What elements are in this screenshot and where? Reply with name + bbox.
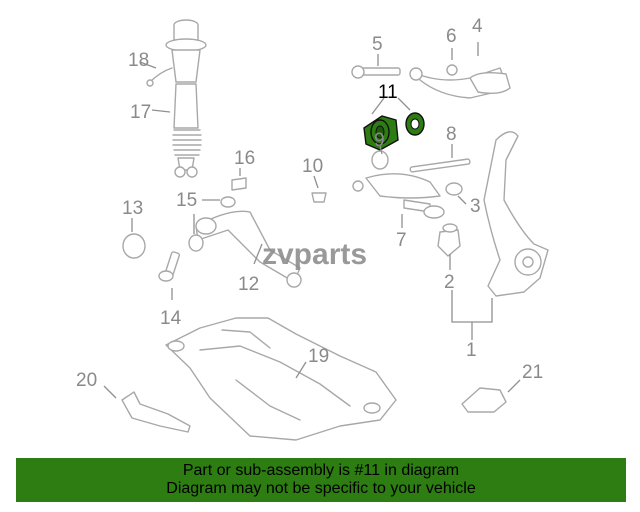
front-suspension-diagram: zvparts 1 2 3 4 5 6 7 8 9 10 11 12 13 14…	[76, 16, 549, 441]
washer-15	[220, 196, 236, 208]
callout-17: 17	[130, 102, 151, 123]
callout-18: 18	[128, 50, 149, 71]
bushing-13	[122, 233, 146, 259]
leader-lines	[103, 42, 521, 399]
callout-13: 13	[122, 198, 143, 219]
banner-line-2: Diagram may not be specific to your vehi…	[166, 480, 476, 497]
sensor-wire	[149, 67, 173, 83]
callout-21: 21	[522, 362, 543, 383]
bushing-small	[188, 234, 204, 252]
strut-assembly	[165, 19, 207, 178]
callout-1: 1	[466, 340, 477, 361]
nut-16	[231, 177, 247, 191]
callout-8: 8	[446, 124, 457, 145]
callout-20: 20	[76, 370, 97, 391]
sensor-plug	[146, 79, 154, 87]
callout-4: 4	[472, 16, 483, 37]
callout-14: 14	[160, 308, 182, 329]
callout-11: 11	[378, 82, 398, 103]
upper-control-arm	[351, 64, 511, 99]
callout-3: 3	[470, 196, 481, 217]
subframe	[165, 317, 397, 441]
highlighted-bushing-11	[363, 112, 425, 151]
callout-7: 7	[396, 230, 407, 251]
bolt-14	[158, 251, 181, 282]
long-bolt-8	[409, 158, 471, 173]
callout-6: 6	[446, 26, 457, 47]
tension-strut	[352, 150, 445, 219]
nut-10	[311, 192, 327, 203]
callout-19: 19	[308, 346, 329, 367]
steering-knuckle	[483, 131, 549, 297]
info-banner: Part or sub-assembly is #11 in diagram D…	[16, 458, 626, 502]
callout-12: 12	[238, 274, 259, 295]
bracket-20	[121, 391, 191, 433]
callout-15: 15	[176, 190, 197, 211]
callout-16: 16	[234, 148, 255, 169]
watermark-logo: zvparts	[262, 238, 367, 271]
callout-5: 5	[372, 34, 383, 55]
lower-control-arm	[195, 210, 302, 288]
callout-10: 10	[302, 156, 323, 177]
ball-joint	[437, 223, 461, 257]
bushing-3	[445, 182, 463, 196]
banner-line-1: Part or sub-assembly is #11 in diagram	[182, 462, 460, 479]
callout-2: 2	[444, 272, 455, 293]
callout-9: 9	[374, 130, 385, 151]
bracket-21	[461, 387, 507, 413]
